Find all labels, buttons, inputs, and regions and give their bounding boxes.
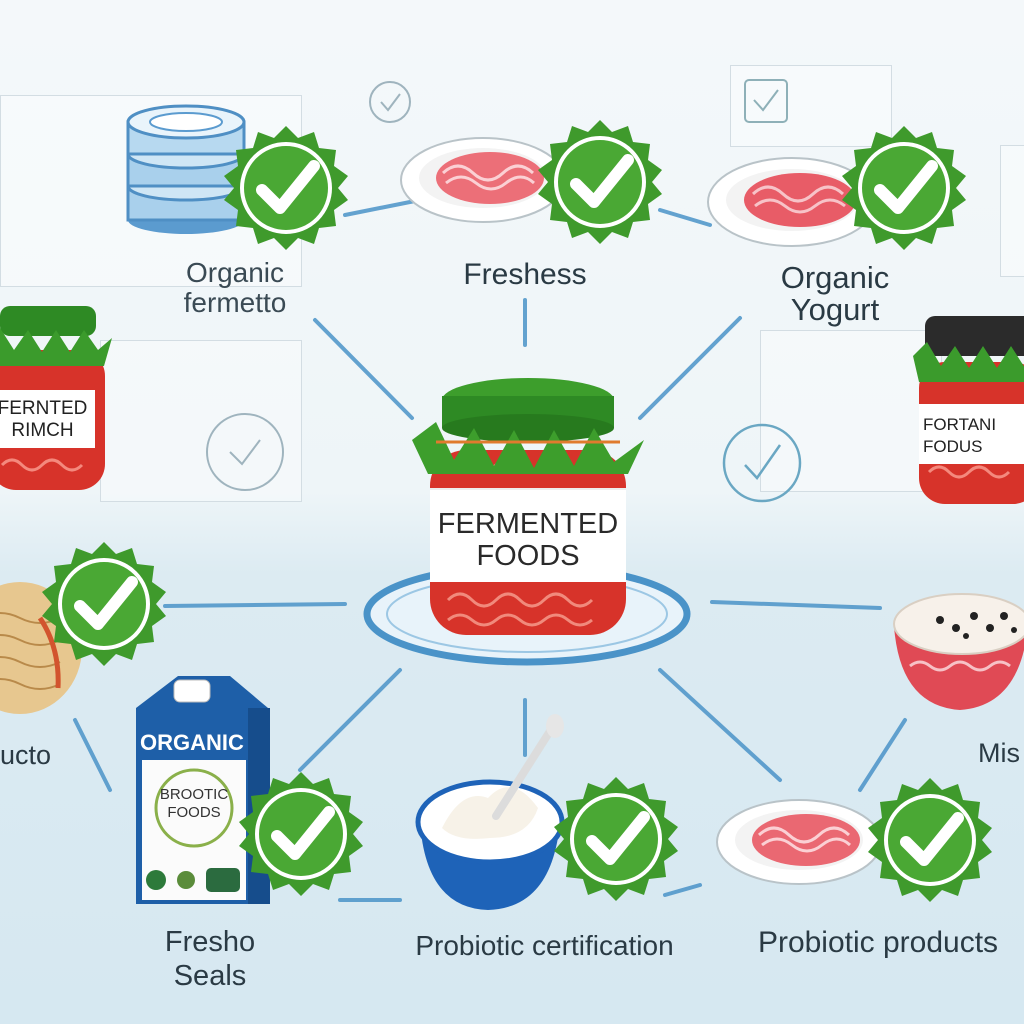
connector-line xyxy=(858,718,907,792)
center-fermented-jar: FERMENTED FOODS xyxy=(408,370,648,640)
center-jar-label-line1: FERMENTED xyxy=(437,508,619,540)
yogurt-bowl-image xyxy=(415,714,565,910)
right-jar-label-line2: FODUS xyxy=(923,437,983,456)
right-jar: FORTANI FODUS xyxy=(905,312,1024,512)
center-jar-label-line2: FOODS xyxy=(476,540,580,572)
checkmark-badge-icon xyxy=(840,124,968,252)
left-jar: FERNTED RIMCH xyxy=(0,290,120,500)
check-circle-icon xyxy=(206,413,284,491)
node-label-top-center: Freshess xyxy=(463,258,587,291)
carton-text-line2: FOODS xyxy=(167,804,221,821)
node-label-bottom-left: Fresho Seals xyxy=(164,926,256,992)
left-jar-label-line2: RIMCH xyxy=(11,420,74,441)
checkmark-badge-icon xyxy=(552,775,680,903)
carton-brand: ORGANIC xyxy=(140,730,244,755)
connector-line xyxy=(313,318,414,420)
carton-text-line1: BROOTIC xyxy=(159,786,229,803)
connector-line xyxy=(663,883,702,897)
node-label-mid-left: ucto xyxy=(0,740,52,770)
connector-line xyxy=(298,668,402,772)
connector-line xyxy=(343,198,422,217)
connector-line xyxy=(73,718,112,792)
node-label-bottom-right: Probiotic products xyxy=(757,926,999,959)
background-grid-edge xyxy=(1000,145,1024,277)
left-jar-label-line1: FERNTED xyxy=(0,398,88,419)
organic-tubs-image xyxy=(126,104,246,234)
connector-line xyxy=(163,602,347,608)
connector-line xyxy=(638,316,742,420)
checkmark-badge-icon xyxy=(536,118,664,246)
connector-line xyxy=(658,208,712,227)
background-grid-right xyxy=(760,330,942,492)
check-circle-icon xyxy=(722,423,802,503)
node-label-bottom-center: Probiotic certification xyxy=(415,930,674,961)
node-label-top-right: Organic Yogurt xyxy=(780,260,890,327)
check-circle-icon xyxy=(744,79,788,123)
seed-bowl-image xyxy=(893,593,1024,710)
node-label-mid-right: Mis xyxy=(978,738,1020,768)
checkmark-badge-icon xyxy=(40,540,168,668)
meat-plate-image xyxy=(716,799,882,885)
meat-plate-image xyxy=(707,157,877,247)
checkmark-badge-icon xyxy=(237,770,365,898)
checkmark-badge-icon xyxy=(222,124,350,252)
node-label-top-left: Organic fermetto xyxy=(183,257,287,318)
connector-line xyxy=(658,668,782,782)
right-jar-label-line1: FORTANI xyxy=(923,415,997,434)
checkmark-badge-icon xyxy=(866,776,994,904)
background-grid-top-right xyxy=(730,65,892,147)
check-circle-icon xyxy=(369,81,411,123)
connector-line xyxy=(710,600,882,610)
meat-plate-image xyxy=(400,137,566,223)
